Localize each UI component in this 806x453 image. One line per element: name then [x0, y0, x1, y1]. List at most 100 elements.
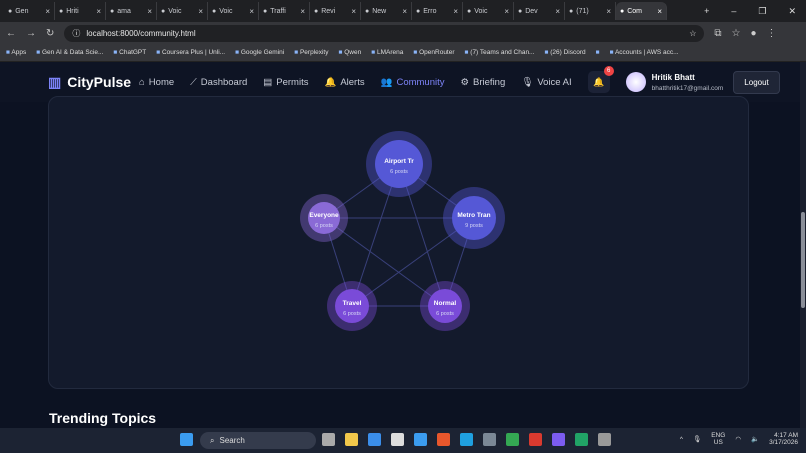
wifi-icon[interactable]: ◠ [735, 436, 741, 443]
taskbar-app-icon[interactable] [322, 433, 335, 446]
close-tab-icon[interactable]: × [402, 6, 407, 16]
close-tab-icon[interactable]: × [453, 6, 458, 16]
reload-icon[interactable]: ↻ [46, 27, 55, 39]
scrollbar[interactable] [800, 62, 806, 428]
nav-briefing[interactable]: ⚙Briefing [461, 77, 506, 88]
nav-voice-ai[interactable]: 🎙Voice AI [521, 77, 571, 88]
nav-dashboard[interactable]: ⟋Dashboard [190, 77, 247, 88]
browser-tab[interactable]: ●Voic× [208, 2, 259, 20]
node-circle[interactable] [452, 196, 496, 240]
scrollbar-thumb[interactable] [801, 212, 805, 308]
windows-start-icon[interactable] [180, 433, 193, 446]
browser-tab[interactable]: ●Dev× [514, 2, 565, 20]
nav-community[interactable]: 👥Community [381, 77, 445, 88]
browser-tab[interactable]: ●Traffi× [259, 2, 310, 20]
taskbar-app-icon[interactable] [598, 433, 611, 446]
bookmark-item[interactable]: ■ (7) Teams and Chan... [465, 49, 535, 56]
bookmark-item[interactable]: ■ [596, 49, 600, 56]
node-circle[interactable] [375, 140, 423, 188]
browser-tab[interactable]: ●Hriti× [55, 2, 106, 20]
taskbar-app-icon[interactable] [552, 433, 565, 446]
browser-tab[interactable]: ●ama× [106, 2, 157, 20]
node-circle[interactable] [428, 289, 462, 323]
volume-icon[interactable]: 🔈 [750, 436, 760, 443]
taskbar-app-icon[interactable] [414, 433, 427, 446]
taskbar-app-icon[interactable] [506, 433, 519, 446]
bookmark-item[interactable]: ■ Coursera Plus | Unli... [156, 49, 225, 56]
taskbar-search[interactable]: ⌕Search [200, 432, 316, 449]
browser-tab[interactable]: ●Voic× [463, 2, 514, 20]
taskbar-app-icon[interactable] [460, 433, 473, 446]
bookmark-item[interactable]: ■ Google Gemini [235, 49, 284, 56]
community-node[interactable]: Airport Tr6 posts [366, 131, 432, 197]
menu-icon[interactable]: ⋮ [766, 27, 777, 39]
browser-tab[interactable]: ●Com× [616, 2, 667, 20]
taskbar-app-icon[interactable] [575, 433, 588, 446]
site-info-icon[interactable]: ⓘ [72, 28, 81, 38]
browser-tab[interactable]: ●(71)× [565, 2, 616, 20]
taskbar-app-icon[interactable] [529, 433, 542, 446]
bookmark-item[interactable]: ■ OpenRouter [413, 49, 454, 56]
forward-icon[interactable]: → [26, 27, 36, 39]
logout-button[interactable]: Logout [733, 70, 780, 94]
new-tab-icon[interactable]: + [704, 5, 710, 16]
close-tab-icon[interactable]: × [351, 6, 356, 16]
nav-permits[interactable]: ▤Permits [263, 77, 308, 88]
microphone-icon[interactable]: 🎙 [692, 436, 702, 443]
close-tab-icon[interactable]: × [45, 6, 50, 16]
extensions-icon[interactable]: ⧉ [714, 27, 722, 39]
address-bar[interactable]: ⓘ localhost:8000/community.html ☆ [64, 24, 705, 42]
bookmark-item[interactable]: ■ ChatGPT [113, 49, 146, 56]
close-tab-icon[interactable]: × [300, 6, 305, 16]
nav-home[interactable]: ⌂Home [139, 77, 174, 88]
close-tab-icon[interactable]: × [198, 6, 203, 16]
bookmark-star-icon[interactable]: ☆ [689, 28, 697, 38]
close-tab-icon[interactable]: × [504, 6, 509, 16]
bookmark-item[interactable]: ■ Perplexity [294, 49, 328, 56]
browser-tab[interactable]: ●New× [361, 2, 412, 20]
bookmark-item[interactable]: ■ Qwen [339, 49, 362, 56]
taskbar-app-icon[interactable] [483, 433, 496, 446]
close-tab-icon[interactable]: × [96, 6, 101, 16]
close-window-icon[interactable]: ✕ [788, 5, 796, 16]
browser-tab[interactable]: ●Erro× [412, 2, 463, 20]
language[interactable]: ENG [711, 432, 726, 439]
clock-date[interactable]: 3/17/2026 [769, 439, 798, 446]
profile-icon[interactable]: ● [750, 27, 757, 39]
minimize-icon[interactable]: – [731, 5, 737, 16]
close-tab-icon[interactable]: × [147, 6, 152, 16]
bookmark-item[interactable]: ■ Apps [6, 49, 26, 56]
url-text[interactable]: localhost:8000/community.html [86, 28, 196, 38]
browser-tab[interactable]: ●Voic× [157, 2, 208, 20]
taskbar-app-icon[interactable] [368, 433, 381, 446]
close-tab-icon[interactable]: × [555, 6, 560, 16]
bookmark-item[interactable]: ■ LMArena [371, 49, 403, 56]
notifications-button[interactable]: 🔔6 [587, 66, 614, 93]
brand-logo[interactable]: ▥CityPulse [48, 74, 131, 91]
taskbar-app-icon[interactable] [437, 433, 450, 446]
nav-alerts[interactable]: 🔔Alerts [324, 77, 364, 88]
close-tab-icon[interactable]: × [249, 6, 254, 16]
bookmark-item[interactable]: ■ Accounts | AWS acc... [610, 49, 679, 56]
region[interactable]: US [713, 439, 723, 446]
browser-tab[interactable]: ●Revi× [310, 2, 361, 20]
chevron-up-icon[interactable]: ^ [679, 435, 683, 443]
clock-time[interactable]: 4:17 AM [774, 432, 798, 439]
bookmarks-icon[interactable]: ☆ [731, 27, 741, 39]
bookmark-item[interactable]: ■ (26) Discord [544, 49, 585, 56]
browser-tab[interactable]: ●Gen× [4, 2, 55, 20]
restore-icon[interactable]: ❐ [758, 5, 767, 16]
node-circle[interactable] [335, 289, 369, 323]
back-icon[interactable]: ← [6, 27, 16, 39]
taskbar-app-icon[interactable] [391, 433, 404, 446]
bookmark-item[interactable]: ■ Gen AI & Data Scie... [36, 49, 103, 56]
close-tab-icon[interactable]: × [657, 6, 662, 16]
close-tab-icon[interactable]: × [606, 6, 611, 16]
node-circle[interactable] [308, 202, 340, 234]
avatar[interactable] [625, 72, 646, 92]
taskbar-app-icon[interactable] [345, 433, 358, 446]
